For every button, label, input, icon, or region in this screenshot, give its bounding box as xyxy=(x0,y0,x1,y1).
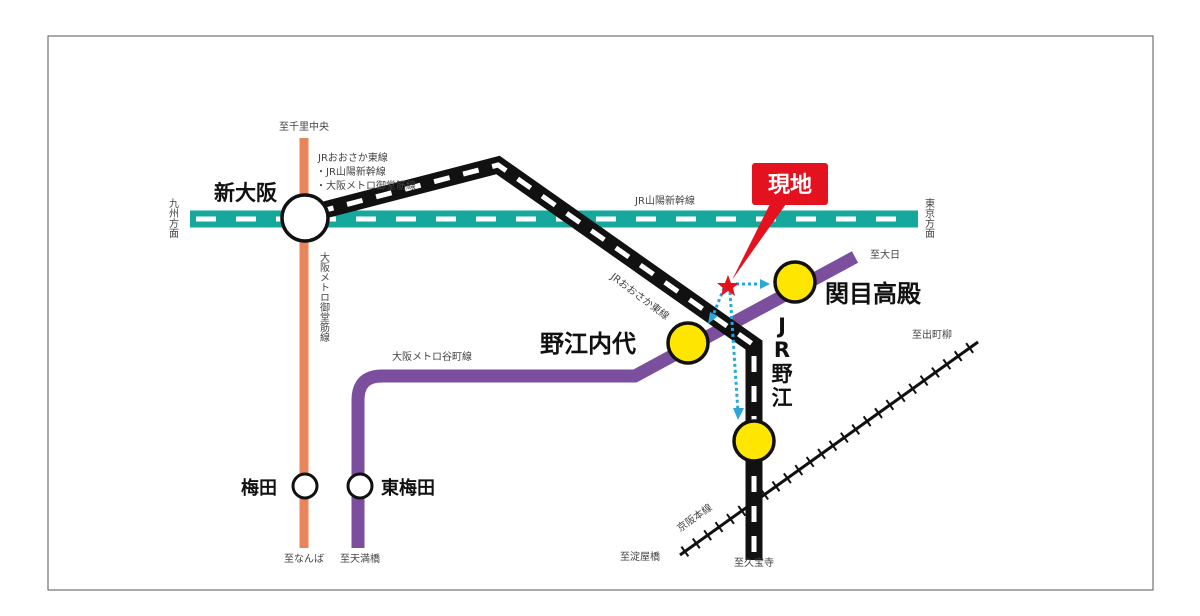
keihan-tick xyxy=(817,448,826,460)
keihan-west-label: 至淀屋橋 xyxy=(620,550,660,563)
shinkansen-line-label: JR山陽新幹線 xyxy=(634,194,695,207)
station-shin-osaka[interactable] xyxy=(280,193,330,243)
station-umeda[interactable] xyxy=(291,472,319,500)
keihan-tick xyxy=(885,399,895,411)
midosuji-north-label: 至千里中央 xyxy=(279,120,329,133)
walking-route xyxy=(710,282,762,413)
keihan-tick xyxy=(862,415,872,427)
keihan-tick xyxy=(737,505,747,517)
keihan-tick xyxy=(794,464,804,476)
tanimachi-line xyxy=(351,251,859,548)
keihan-tick xyxy=(805,456,815,468)
jr-noe-label: J R 野 江 xyxy=(772,314,793,410)
tanimachi-line-label: 大阪メトロ谷町線 xyxy=(392,350,472,363)
keihan-tick xyxy=(771,480,781,492)
svg-text:江: 江 xyxy=(772,386,793,410)
keihan-tick xyxy=(691,537,701,549)
keihan-tick xyxy=(714,521,724,533)
arrow-head-icon xyxy=(708,312,718,324)
keihan-tick xyxy=(828,440,838,452)
keihan-tick xyxy=(680,546,690,557)
current-location-callout xyxy=(752,163,828,205)
noe-uchindai-label: 野江内代 xyxy=(540,330,636,358)
osaka-higashi-south-label: 至久宝寺 xyxy=(734,556,774,569)
keihan-tick xyxy=(908,383,917,395)
map-frame xyxy=(47,35,1154,591)
keihan-tick xyxy=(953,350,963,362)
keihan-tick xyxy=(874,407,883,419)
station-noe-uchindai[interactable] xyxy=(666,321,710,365)
arrow-head-icon xyxy=(733,408,744,420)
current-location-star-icon[interactable] xyxy=(717,275,739,296)
shin-osaka-line-1: JRおおさか東線 xyxy=(317,151,388,164)
keihan-ticks xyxy=(680,342,974,557)
shin-osaka-label: 新大阪 xyxy=(214,181,278,205)
keihan-tick xyxy=(919,375,929,387)
station-higashi-umeda[interactable] xyxy=(346,472,374,500)
current-location-label: 現地 xyxy=(768,173,812,198)
tanimachi-south-label: 至天満橋 xyxy=(340,552,380,565)
svg-text:J: J xyxy=(776,314,786,338)
midosuji-south-label: 至なんば xyxy=(284,553,324,565)
umeda-label: 梅田 xyxy=(241,477,277,499)
keihan-tick xyxy=(931,366,940,378)
shinkansen-east-label: 東京方面 xyxy=(923,197,935,239)
midosuji-line-label: 大阪メトロ御堂筋線 xyxy=(318,251,330,342)
arrow-head-icon xyxy=(760,279,770,289)
station-jr-noe[interactable] xyxy=(732,419,776,463)
keihan-tick xyxy=(783,472,792,484)
tanimachi-north-label: 至大日 xyxy=(870,248,900,261)
svg-text:野: 野 xyxy=(772,362,793,386)
shinkansen-west-label: 九州方面 xyxy=(167,198,179,239)
sekime-takadono-label: 関目高殿 xyxy=(825,280,922,308)
keihan-tick xyxy=(840,432,849,444)
keihan-east-label: 至出町柳 xyxy=(912,328,952,341)
shin-osaka-line-2: ・JR山陽新幹線 xyxy=(316,165,386,178)
higashi-umeda-label: 東梅田 xyxy=(381,477,435,499)
shin-osaka-line-3: ・大阪メトロ御堂筋線 xyxy=(316,179,416,192)
keihan-tick xyxy=(851,423,861,435)
callout-pointer xyxy=(732,204,786,280)
station-sekime-takadono[interactable] xyxy=(773,260,817,304)
keihan-tick xyxy=(965,342,974,354)
keihan-tick xyxy=(942,358,952,370)
keihan-tick xyxy=(726,513,735,525)
keihan-tick xyxy=(703,529,712,541)
svg-text:R: R xyxy=(774,338,790,362)
keihan-tick xyxy=(896,391,906,403)
